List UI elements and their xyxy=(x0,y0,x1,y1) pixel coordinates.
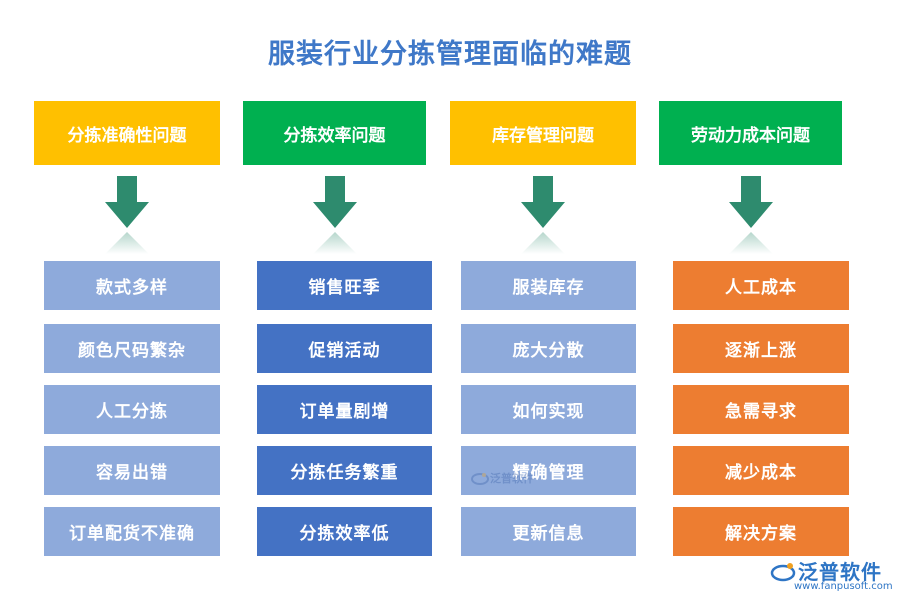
column-inventory: 库存管理问题 服装库存 庞大分散 如何实现 精确管理 更新信息 xyxy=(450,0,636,600)
header-labor-cost: 劳动力成本问题 xyxy=(659,101,842,165)
column-labor-cost: 劳动力成本问题 人工成本 逐渐上涨 急需寻求 减少成本 解决方案 xyxy=(659,0,849,600)
arrow-down-icon xyxy=(105,176,149,254)
arrow-down-icon xyxy=(728,176,773,254)
watermark-name: 泛普软件 xyxy=(490,472,534,485)
item-box: 人工分拣 xyxy=(44,385,220,434)
item-box: 容易出错 xyxy=(44,446,220,495)
item-box: 分拣效率低 xyxy=(257,507,432,556)
item-box: 人工成本 xyxy=(673,261,849,310)
item-box: 颜色尺码繁杂 xyxy=(44,324,220,373)
brand-url: www.fanpusoft.com xyxy=(794,581,893,592)
brand-name: 泛普软件 xyxy=(798,560,882,584)
column-accuracy: 分拣准确性问题 款式多样 颜色尺码繁杂 人工分拣 容易出错 订单配货不准确 xyxy=(34,0,220,600)
fanpu-watermark-icon xyxy=(471,473,489,485)
item-box: 精确管理 xyxy=(461,446,636,495)
item-box: 服装库存 xyxy=(461,261,636,310)
item-box: 如何实现 xyxy=(461,385,636,434)
item-box: 更新信息 xyxy=(461,507,636,556)
page-title: 服装行业分拣管理面临的难题 xyxy=(268,39,632,70)
item-box: 急需寻求 xyxy=(673,385,849,434)
item-box: 减少成本 xyxy=(673,446,849,495)
arrow-down-icon xyxy=(312,176,357,254)
item-box: 订单量剧增 xyxy=(257,385,432,434)
watermark: 泛普软件 xyxy=(470,470,534,486)
header-efficiency: 分拣效率问题 xyxy=(243,101,426,165)
item-box: 订单配货不准确 xyxy=(44,507,220,556)
item-box: 销售旺季 xyxy=(257,261,432,310)
fanpu-logo-icon xyxy=(770,562,796,581)
item-box: 逐渐上涨 xyxy=(673,324,849,373)
brand-logo: 泛普软件 xyxy=(770,556,882,585)
item-box: 款式多样 xyxy=(44,261,220,310)
column-efficiency: 分拣效率问题 销售旺季 促销活动 订单量剧增 分拣任务繁重 分拣效率低 xyxy=(243,0,432,600)
arrow-down-icon xyxy=(521,176,565,254)
header-inventory: 库存管理问题 xyxy=(450,101,636,165)
item-box: 解决方案 xyxy=(673,507,849,556)
item-box: 庞大分散 xyxy=(461,324,636,373)
item-box: 分拣任务繁重 xyxy=(257,446,432,495)
header-accuracy: 分拣准确性问题 xyxy=(34,101,220,165)
item-box: 促销活动 xyxy=(257,324,432,373)
